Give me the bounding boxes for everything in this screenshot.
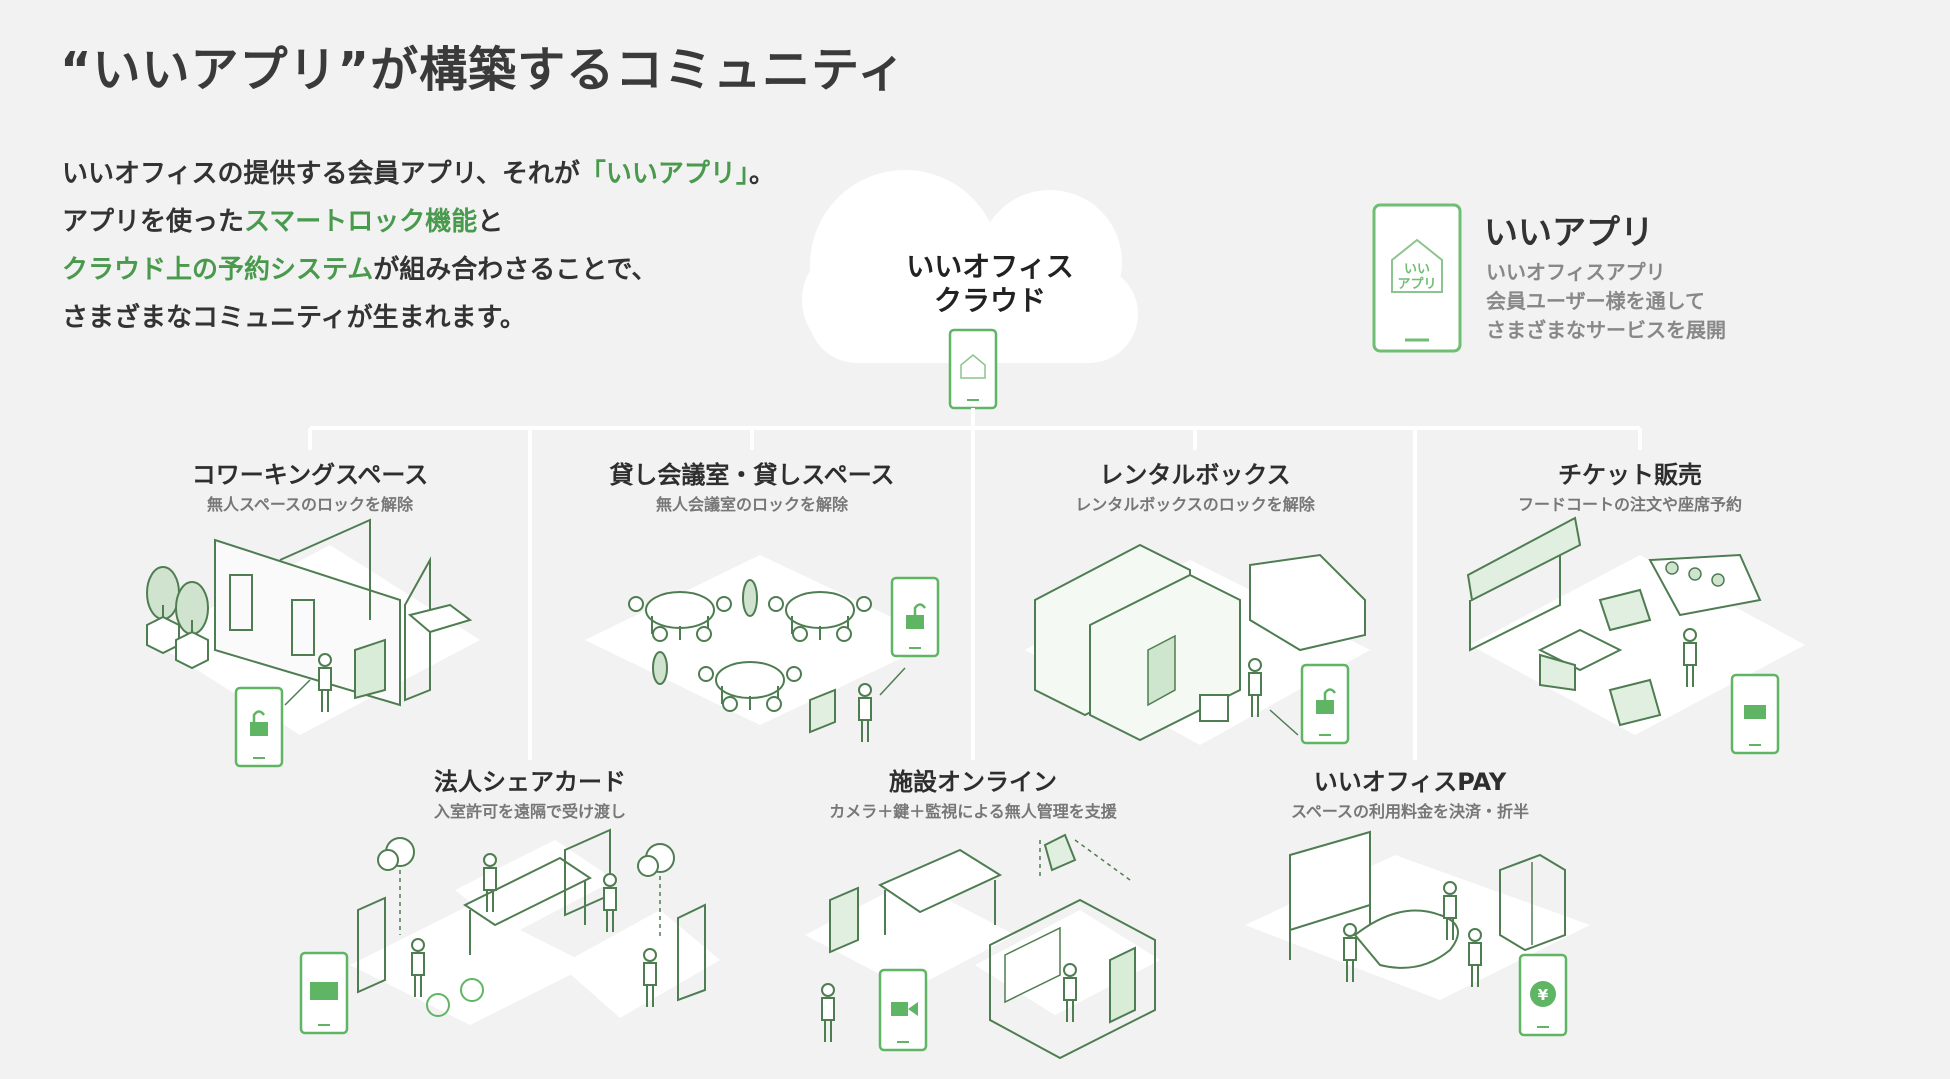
cloud-title-line2: クラウド [840, 284, 1140, 318]
intro-line3-b: が組み合わさることで、 [373, 255, 657, 285]
legend-description: いいオフィスアプリ 会員ユーザー様を通して さまざまなサービスを展開 [1486, 258, 1726, 345]
service-sub-pay: スペースの利用料金を決済・折半 [1200, 798, 1620, 822]
intro-line1-highlight: 「いいアプリ」 [580, 159, 749, 189]
legend-title: いいアプリ [1484, 205, 1654, 254]
service-title-pay: いいオフィスPAY [1200, 762, 1620, 797]
scene-ticket [1468, 518, 1805, 753]
legend-desc-line3: さまざまなサービスを展開 [1486, 316, 1726, 345]
cloud-title: いいオフィス クラウド [840, 250, 1140, 318]
svg-text:¥: ¥ [1538, 986, 1549, 1004]
intro-line2-b: と [477, 207, 503, 237]
legend-app-phone: いい アプリ [1374, 205, 1460, 351]
scene-meeting-room [585, 555, 940, 742]
service-title-ticket: チケット販売 [1420, 455, 1840, 490]
intro-line2-a: アプリを使った [62, 207, 244, 237]
intro-line1-b: 。 [749, 159, 775, 189]
intro-line3-highlight: クラウド上の予約システム [62, 255, 373, 285]
legend-desc-line1: いいオフィスアプリ [1486, 258, 1726, 287]
page-title: “いいアプリ”が構築するコミュニティ [60, 30, 906, 100]
service-sub-share-card: 入室許可を遠隔で受け渡し [320, 798, 740, 822]
service-title-facility-online: 施設オンライン [763, 762, 1183, 797]
intro-line4: さまざまなコミュニティが生まれます。 [62, 303, 526, 333]
service-sub-facility-online: カメラ＋鍵＋監視による無人管理を支援 [763, 798, 1183, 822]
intro-text: いいオフィスの提供する会員アプリ、それが「いいアプリ」。 アプリを使ったスマート… [62, 150, 775, 342]
scene-facility-online [805, 835, 1160, 1058]
service-sub-meeting-room: 無人会議室のロックを解除 [542, 491, 962, 515]
cloud-app-phone [950, 330, 996, 408]
service-sub-rental-box: レンタルボックスのロックを解除 [985, 491, 1405, 515]
scene-coworking [147, 520, 480, 766]
service-title-share-card: 法人シェアカード [320, 762, 740, 797]
intro-line2-highlight: スマートロック機能 [244, 207, 477, 237]
scene-share-card [301, 830, 720, 1033]
cloud-title-line1: いいオフィス [840, 250, 1140, 284]
legend-desc-line2: 会員ユーザー様を通して [1486, 287, 1726, 316]
service-title-meeting-room: 貸し会議室・貸しスペース [542, 455, 962, 490]
scene-pay: ¥ [1245, 832, 1590, 1035]
service-sub-ticket: フードコートの注文や座席予約 [1420, 491, 1840, 515]
svg-text:アプリ: アプリ [1397, 277, 1436, 292]
intro-line1-a: いいオフィスの提供する会員アプリ、それが [62, 159, 580, 189]
service-title-coworking: コワーキングスペース [100, 455, 520, 490]
svg-text:いい: いい [1404, 262, 1430, 277]
scene-rental-box [1025, 545, 1370, 745]
service-sub-coworking: 無人スペースのロックを解除 [100, 491, 520, 515]
service-title-rental-box: レンタルボックス [985, 455, 1405, 490]
